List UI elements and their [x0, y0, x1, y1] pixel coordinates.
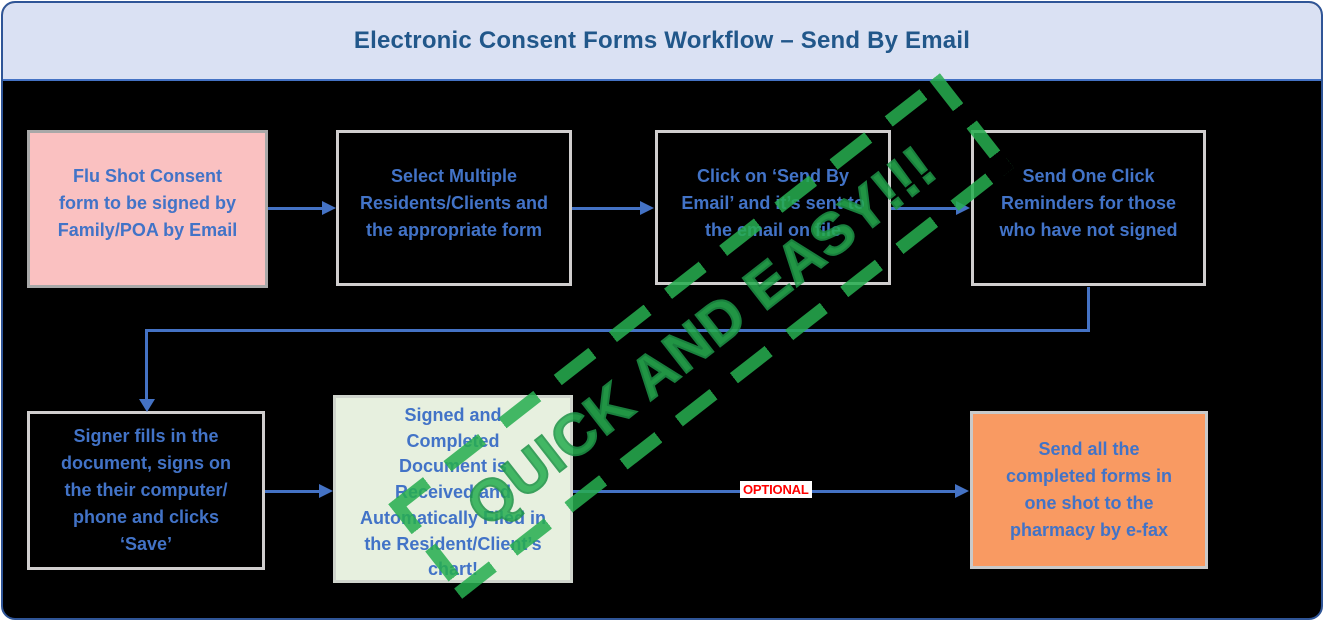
filed-in-chart-box: Signed and Completed Document is Receive…	[333, 395, 573, 583]
arrow-box2-box3-head	[640, 201, 654, 215]
arrow-box1-box2-head	[322, 201, 336, 215]
page-title: Electronic Consent Forms Workflow – Send…	[353, 27, 971, 54]
efax-pharmacy-box: Send all the completed forms in one shot…	[970, 411, 1208, 569]
arrow-box3-box4-line	[891, 207, 958, 210]
connector-left-down-line	[145, 329, 148, 401]
box-text: Click on ‘Send By Email’ and it’s sent t…	[681, 166, 865, 240]
one-click-reminders-box: Send One Click Reminders for those who h…	[971, 130, 1206, 286]
box-text: Send One Click Reminders for those who h…	[999, 166, 1178, 240]
arrow-box2-box3-line	[572, 207, 642, 210]
select-residents-box: Select Multiple Residents/Clients and th…	[336, 130, 572, 286]
connector-arrow-head	[139, 399, 155, 412]
optional-label: OPTIONAL	[740, 481, 812, 498]
stamp-dashed-border-right	[929, 73, 1014, 176]
signer-fills-box: Signer fills in the document, signs on t…	[27, 411, 265, 570]
box-text: Signer fills in the document, signs on t…	[60, 426, 231, 554]
box-text: Flu Shot Consent form to be signed by Fa…	[57, 166, 238, 240]
arrow-box5-box6-line	[265, 490, 321, 493]
arrow-box1-box2-line	[268, 207, 324, 210]
title-bar: Electronic Consent Forms Workflow – Send…	[3, 3, 1321, 81]
box-text: Send all the completed forms in one shot…	[1005, 439, 1173, 540]
arrow-box5-box6-head	[319, 484, 333, 498]
box-text: Select Multiple Residents/Clients and th…	[359, 166, 549, 240]
flu-shot-consent-box: Flu Shot Consent form to be signed by Fa…	[27, 130, 268, 288]
arrow-box6-box7-head	[955, 484, 969, 498]
connector-down-line	[1087, 287, 1090, 331]
